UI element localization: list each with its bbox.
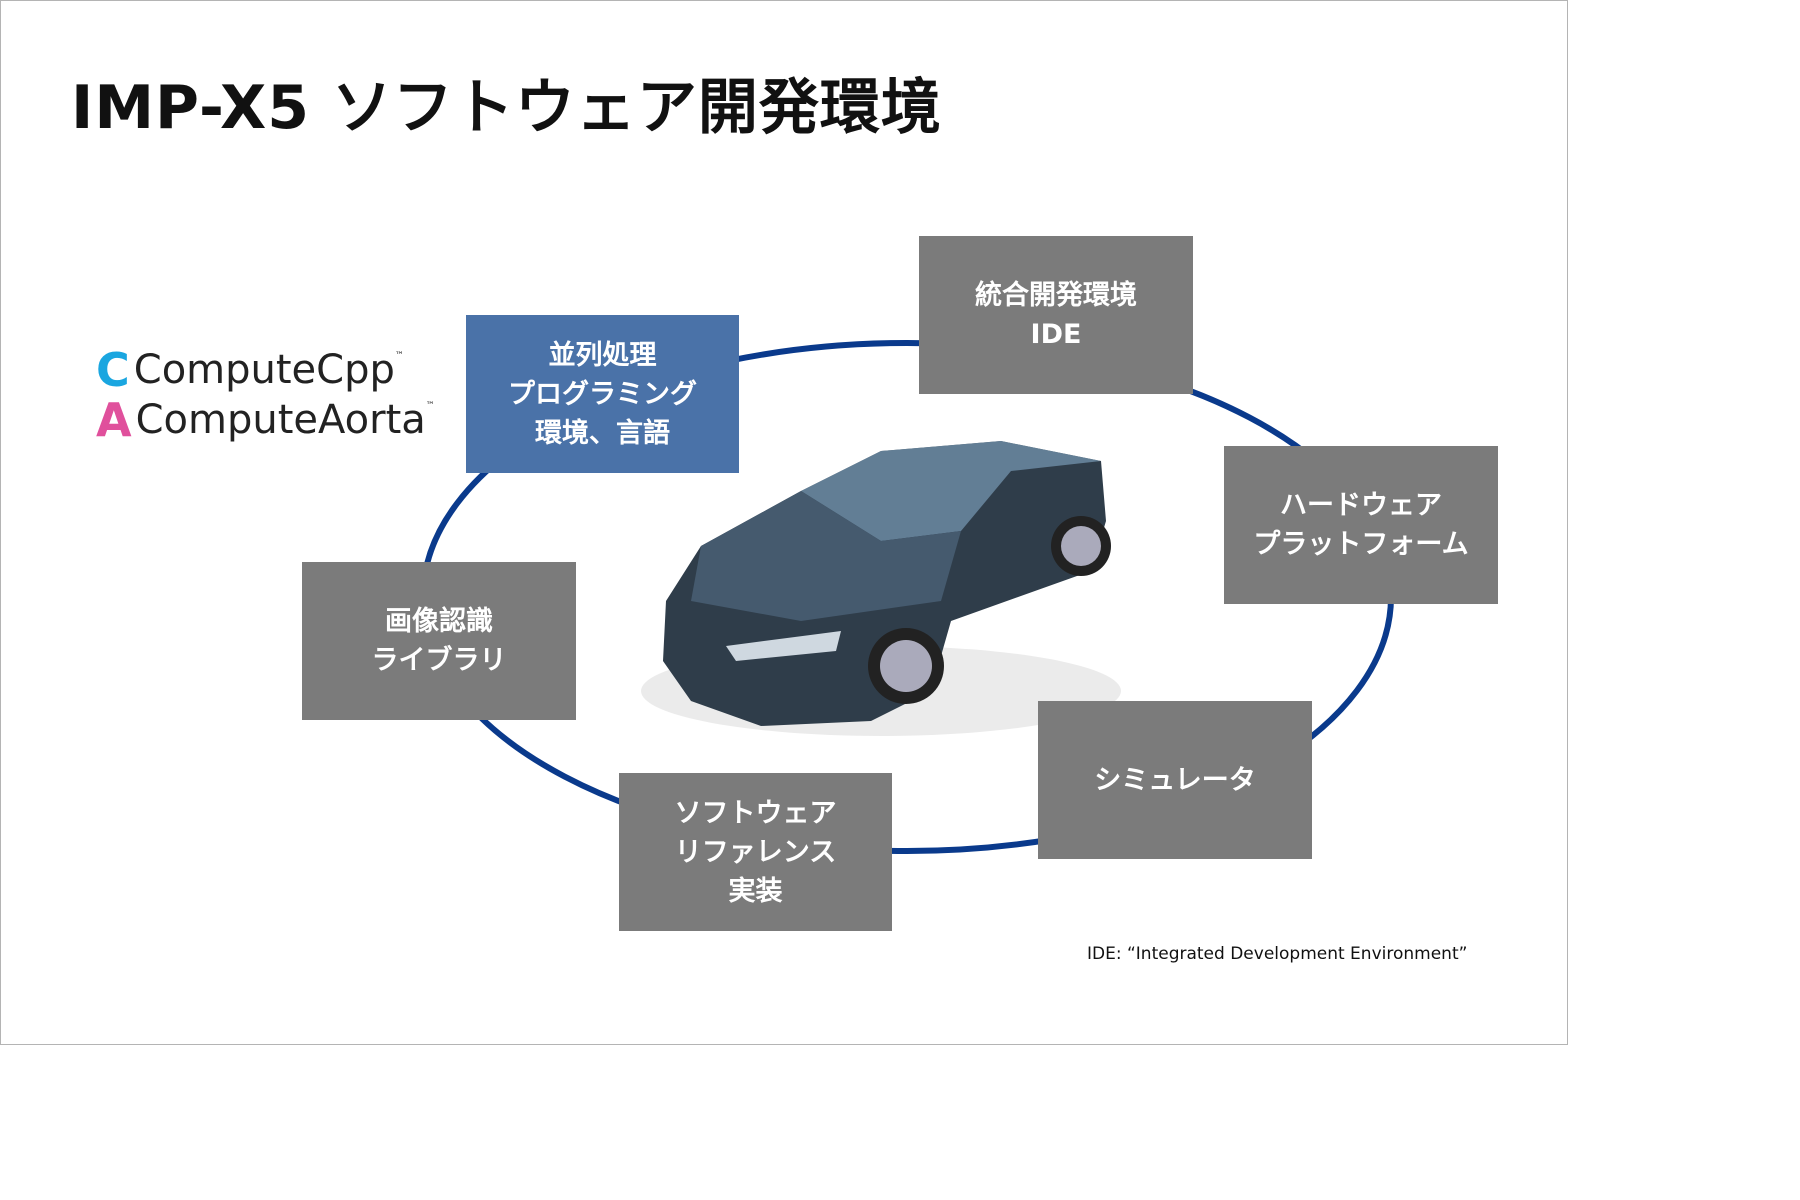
page-title: IMP-X5 ソフトウェア開発環境 — [71, 73, 942, 143]
box-line: 実装 — [728, 875, 783, 907]
box-line: 画像認識 — [385, 606, 493, 637]
box-line: 並列処理 — [548, 339, 657, 371]
box-image-recognition: 画像認識 ライブラリ — [302, 562, 576, 720]
tm-mark: ™ — [394, 351, 404, 361]
box-parallel-programming: 並列処理 プログラミング 環境、言語 — [466, 315, 739, 473]
box-line: ハードウェア — [1280, 490, 1442, 521]
box-line: プログラミング — [508, 378, 697, 410]
box-line: 統合開発環境 — [975, 280, 1137, 311]
computeaorta-a-icon: A — [96, 393, 132, 447]
footnote: IDE: “Integrated Development Environment… — [1087, 944, 1468, 964]
box-line: プラットフォーム — [1253, 529, 1469, 560]
computeaorta-name: ComputeAorta — [135, 397, 426, 443]
cycle-ring — [420, 340, 1394, 854]
box-line: ソフトウェア — [674, 797, 837, 829]
box-simulator: シミュレータ — [1038, 701, 1312, 859]
box-hardware-platform: ハードウェア プラットフォーム — [1224, 446, 1498, 604]
box-line: ライブラリ — [371, 645, 507, 676]
box-line: IDE — [1030, 319, 1082, 350]
computecpp-name: ComputeCpp — [133, 347, 395, 393]
box-software-reference: ソフトウェア リファレンス 実装 — [619, 773, 892, 931]
box-line: シミュレータ — [1094, 764, 1256, 796]
car-image — [641, 441, 1121, 736]
box-line: リファレンス — [674, 836, 837, 868]
tm-mark: ™ — [425, 401, 435, 411]
box-line: 環境、言語 — [535, 417, 670, 449]
box-ide: 統合開発環境 IDE — [919, 236, 1193, 394]
computecpp-c-icon: C — [96, 343, 130, 397]
